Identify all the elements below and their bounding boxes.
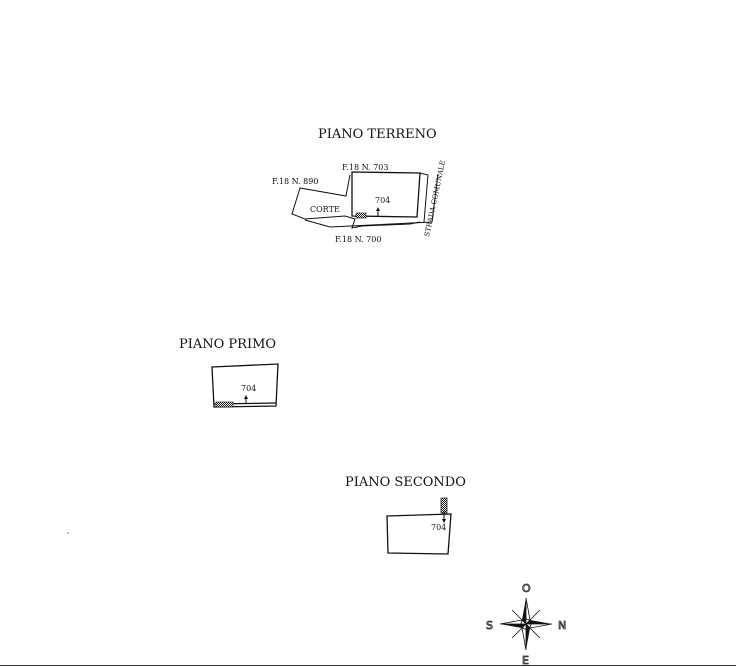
compass-point-left <box>500 624 526 628</box>
compass-label-bottom: E <box>522 654 529 667</box>
floor-secondo: PIANO SECONDO 704 <box>345 475 466 555</box>
entrance-arrow-head-secondo <box>442 519 446 523</box>
floor-title-terreno: PIANO TERRENO <box>318 127 437 142</box>
stray-mark <box>67 532 69 534</box>
floor-title-secondo: PIANO SECONDO <box>345 475 466 490</box>
building-704-primo <box>211 363 279 408</box>
entrance-arrow-head <box>376 207 380 211</box>
building-704-terreno <box>351 171 421 218</box>
court-label: CORTE <box>310 205 340 214</box>
compass-point-right <box>526 620 552 624</box>
parcel-label-secondo: 704 <box>431 523 446 532</box>
parcel-label-primo: 704 <box>241 384 256 393</box>
compass-label-right: N <box>558 619 566 632</box>
stair-hatch <box>355 212 367 219</box>
neighbor-parcel-north: F.18 N. 703 <box>342 163 388 172</box>
stair-hatch-secondo <box>440 497 448 514</box>
lot-outline <box>291 174 421 229</box>
compass-label-top: O <box>522 582 531 595</box>
neighbor-parcel-south: F.18 N. 700 <box>335 235 381 244</box>
floor-terreno: PIANO TERRENO F.18 N. 703 F.18 N. 890 F.… <box>272 127 447 244</box>
compass-point-top <box>522 598 526 624</box>
stair-hatch-primo <box>215 401 234 408</box>
floor-title-primo: PIANO PRIMO <box>179 337 276 352</box>
neighbor-parcel-west: F.18 N. 890 <box>272 177 318 186</box>
road-label: STRADA COMUNALE <box>423 160 447 238</box>
compass-label-left: S <box>486 619 493 632</box>
compass-point-bottom <box>526 624 530 650</box>
floor-primo: PIANO PRIMO 704 <box>179 337 279 408</box>
entrance-arrow-head-primo <box>244 395 248 399</box>
parcel-label-terreno: 704 <box>375 196 390 205</box>
road-edge-inner <box>419 172 429 223</box>
compass-rose <box>499 597 553 651</box>
road-edge-outer <box>304 173 439 228</box>
building-704-secondo <box>386 513 452 555</box>
